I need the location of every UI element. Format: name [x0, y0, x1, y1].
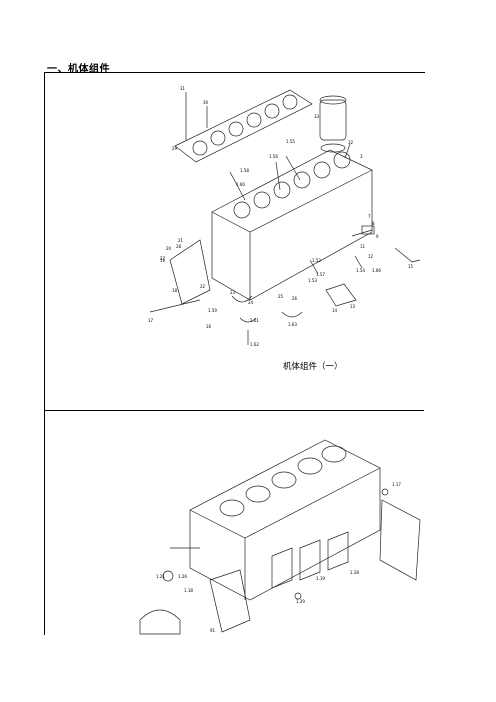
svg-text:11: 11 [360, 244, 366, 249]
svg-text:24: 24 [248, 300, 254, 305]
svg-text:31: 31 [180, 86, 186, 91]
svg-text:29: 29 [172, 146, 178, 151]
svg-text:3: 3 [360, 154, 363, 159]
svg-text:12: 12 [368, 254, 374, 259]
svg-text:32: 32 [348, 140, 354, 145]
svg-text:8: 8 [372, 221, 375, 226]
svg-text:17: 17 [148, 318, 154, 323]
svg-text:18: 18 [172, 288, 178, 293]
figure-table [44, 72, 425, 635]
svg-text:1.54: 1.54 [356, 268, 365, 273]
svg-text:1.52: 1.52 [312, 258, 321, 263]
svg-text:21: 21 [178, 238, 184, 243]
svg-text:1.28: 1.28 [350, 570, 359, 575]
svg-text:27: 27 [160, 256, 166, 261]
svg-text:13: 13 [350, 304, 356, 309]
svg-text:19: 19 [160, 258, 166, 263]
svg-text:15: 15 [408, 264, 414, 269]
svg-text:7: 7 [368, 214, 371, 219]
svg-text:22: 22 [200, 284, 206, 289]
svg-text:1.58: 1.58 [240, 168, 249, 173]
svg-text:1.21: 1.21 [156, 574, 165, 579]
svg-text:1.19: 1.19 [316, 576, 325, 581]
svg-text:1.18: 1.18 [184, 588, 193, 593]
section-heading: 一、机体组件 [47, 64, 110, 75]
svg-text:91: 91 [210, 628, 216, 633]
svg-text:1.63: 1.63 [288, 322, 297, 327]
svg-text:23: 23 [230, 290, 236, 295]
svg-text:1.66: 1.66 [372, 268, 381, 273]
svg-text:33: 33 [314, 114, 320, 119]
svg-text:1.56: 1.56 [269, 154, 278, 159]
figure-caption: 机体组件（一） [283, 362, 343, 372]
svg-text:9: 9 [376, 234, 379, 239]
svg-text:26: 26 [292, 296, 298, 301]
svg-text:28: 28 [176, 244, 182, 249]
svg-text:14: 14 [332, 308, 338, 313]
svg-text:1.59: 1.59 [208, 308, 217, 313]
svg-text:1.26: 1.26 [178, 574, 187, 579]
svg-text:1.61: 1.61 [250, 318, 259, 323]
svg-text:30: 30 [203, 100, 209, 105]
svg-text:1.17: 1.17 [392, 482, 401, 487]
svg-text:1.62: 1.62 [250, 342, 259, 347]
svg-text:20: 20 [166, 246, 172, 251]
svg-text:1.57: 1.57 [316, 272, 325, 277]
svg-text:1.55: 1.55 [286, 139, 295, 144]
table-row-divider [44, 410, 424, 411]
svg-text:25: 25 [278, 294, 284, 299]
svg-text:1.60: 1.60 [236, 182, 245, 187]
svg-text:16: 16 [206, 324, 212, 329]
svg-text:1.29: 1.29 [296, 599, 305, 604]
svg-text:1.53: 1.53 [308, 278, 317, 283]
